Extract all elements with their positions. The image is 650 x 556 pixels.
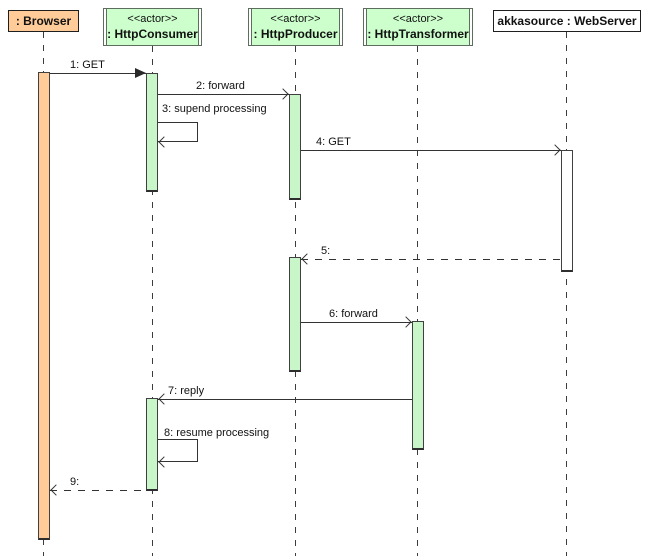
stereotype-label: <<actor>>	[392, 13, 444, 25]
open-arrowhead-icon	[50, 484, 62, 496]
message-8-label: 8: resume processing	[164, 427, 270, 439]
open-arrowhead-icon	[277, 88, 289, 100]
message-6-line	[301, 322, 412, 323]
message-7-line	[158, 399, 412, 400]
lifeline-webserver	[566, 32, 567, 556]
message-2-label: 2: forward	[196, 80, 245, 92]
message-1-line	[50, 73, 146, 74]
open-arrowhead-icon	[301, 253, 313, 265]
message-3-label: 3: supend processing	[162, 103, 267, 115]
participant-name: : Browser	[15, 14, 72, 28]
participant-box-producer: <<actor>> : HttpProducer	[248, 8, 343, 46]
lifeline-transformer	[417, 46, 418, 556]
activation-bar-browser	[38, 72, 50, 540]
message-9-line	[50, 490, 146, 491]
activation-bar-webserver	[561, 150, 573, 272]
activation-bar-producer-2	[289, 257, 301, 372]
message-4-line	[301, 150, 561, 151]
participant-box-browser: : Browser	[8, 10, 79, 32]
participant-name: : HttpConsumer	[107, 27, 198, 41]
activation-bar-consumer-2	[146, 398, 158, 491]
message-9-label: 9:	[70, 476, 80, 488]
message-8-self-loop	[158, 439, 198, 462]
participant-box-webserver: akkasource : WebServer	[493, 10, 641, 32]
message-5-label: 5:	[321, 245, 331, 257]
filled-arrowhead-icon	[135, 68, 146, 78]
message-5-line	[301, 259, 561, 260]
activation-bar-transformer	[412, 321, 424, 450]
message-7-label: 7: reply	[168, 385, 205, 397]
message-4-label: 4: GET	[316, 136, 351, 148]
participant-name: : HttpTransformer	[367, 27, 469, 41]
participant-name: : HttpProducer	[253, 27, 338, 41]
message-1-label: 1: GET	[70, 59, 105, 71]
message-6-label: 6: forward	[329, 308, 378, 320]
participant-name: akkasource : WebServer	[497, 14, 637, 28]
open-arrowhead-icon	[400, 316, 412, 328]
message-3-self-loop	[158, 122, 198, 142]
open-arrowhead-icon	[549, 144, 561, 156]
lifeline-consumer	[152, 46, 153, 556]
activation-bar-consumer-1	[146, 73, 158, 192]
participant-box-transformer: <<actor>> : HttpTransformer	[363, 8, 473, 46]
stereotype-label: <<actor>>	[127, 13, 178, 25]
activation-bar-producer-1	[289, 94, 301, 200]
message-2-line	[158, 94, 289, 95]
participant-box-consumer: <<actor>> : HttpConsumer	[103, 8, 202, 46]
stereotype-label: <<actor>>	[270, 13, 321, 25]
